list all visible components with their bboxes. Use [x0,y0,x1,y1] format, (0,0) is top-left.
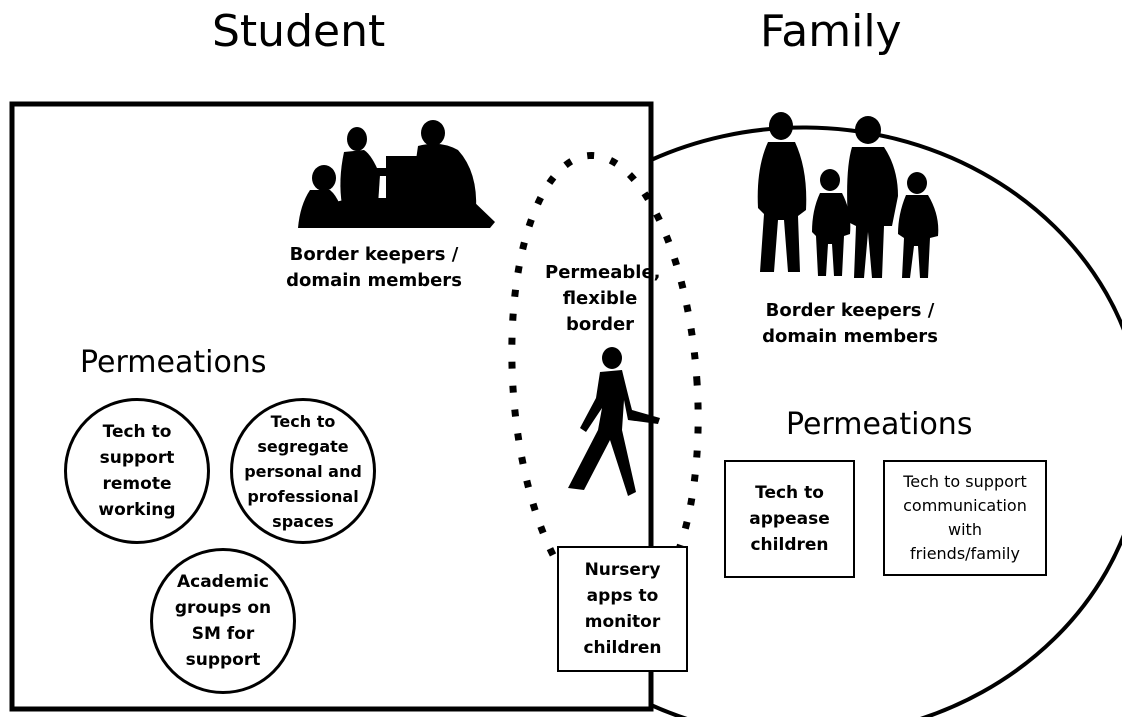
student-domain-box [9,101,654,712]
student-permeation-segregate-spaces: Tech to segregate personal and professio… [230,398,376,544]
family-silhouette-icon [757,112,939,278]
office-workers-silhouette-icon [298,120,495,228]
overlap-nursery-apps-box: Nursery apps to monitor children [557,546,688,672]
permeable-border-label: Permeable, flexible border [545,262,661,335]
family-permeation-communication: Tech to support communication with frien… [883,460,1047,576]
family-border-keepers-label: Border keepers / domain members [762,300,938,347]
student-permeation-academic-groups: Academic groups on SM for support [150,548,296,694]
family-title: Family [760,6,902,57]
student-permeation-remote-working: Tech to support remote working [64,398,210,544]
family-permeations-heading: Permeations [786,407,973,442]
student-border-keepers-label: Border keepers / domain members [286,244,462,291]
student-permeations-heading: Permeations [80,345,267,380]
family-permeation-appease-children: Tech to appease children [724,460,855,578]
walking-person-icon [568,347,660,496]
student-title: Student [212,6,386,57]
